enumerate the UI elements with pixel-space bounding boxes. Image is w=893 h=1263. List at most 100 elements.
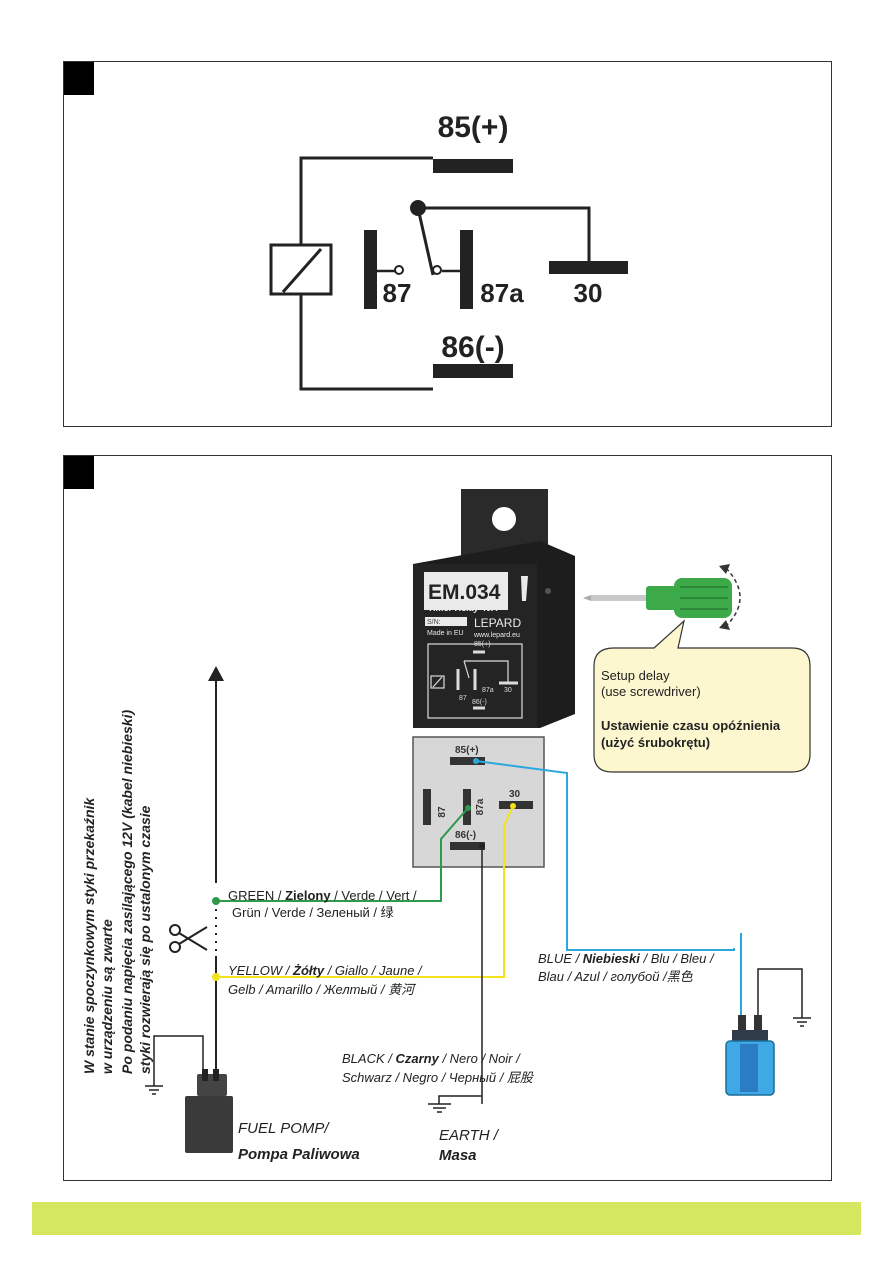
face-switch-arm (463, 660, 470, 679)
coil-diagonal (281, 248, 323, 293)
blue-wire-label: BLUE / Niebieski / Blu / Bleu / (538, 951, 715, 966)
socket-label-86: 86(-) (455, 830, 476, 841)
sensor-cap (732, 1030, 768, 1042)
blue-wire-node (473, 758, 479, 764)
screwdriver-collar (646, 586, 676, 610)
yellow-wire (216, 805, 514, 978)
relay-socket: 85(+) 86(-) 87 87a 30 (412, 736, 545, 868)
up-arrow-icon (208, 666, 224, 681)
terminal-87a-bar (460, 230, 473, 309)
panel-corner-marker (64, 456, 94, 489)
terminal-30-bar (549, 261, 628, 274)
ground-lead (438, 1095, 482, 1104)
pump-ground-wire (153, 1035, 204, 1086)
callout-line2: (use screwdriver) (601, 684, 701, 699)
relay-schematic: 85(+) 86(-) 87 87a 30 (269, 111, 628, 391)
face-label-86: 86(-) (472, 699, 487, 706)
yellow-junction (212, 973, 220, 981)
note-line4: styki rozwierają się po ustalonym czasie (137, 805, 153, 1074)
face-common-wire (464, 660, 509, 682)
sensor-highlight (740, 1044, 758, 1092)
callout-line3: Ustawienie czasu opóźnienia (601, 718, 781, 733)
green-wire-label-line2: Grün / Verde / Зеленый / 绿 (232, 905, 394, 920)
yellow-wire-node (510, 803, 516, 809)
earth-label-pl: Masa (439, 1147, 477, 1164)
face-label-85: 85(+) (474, 641, 491, 648)
note-line2: w urządzeniu są zwarte (99, 919, 115, 1074)
label-87: 87 (383, 278, 412, 308)
callout-line1: Setup delay (601, 668, 670, 683)
timer-relay: EM.034 Timer Relay 40A S/N: Made in EU L… (413, 489, 575, 728)
socket-pin-30 (499, 801, 533, 809)
face-coil (430, 675, 445, 689)
black-wire-label: BLACK / Czarny / Nero / Noir / (342, 1051, 521, 1066)
face-schematic-frame (427, 643, 523, 719)
socket-label-87: 87 (437, 806, 448, 818)
blue-sensor (725, 933, 811, 1096)
rotation-arrow-icon (725, 567, 741, 627)
callout-bubble (593, 619, 811, 773)
green-wire (216, 807, 469, 902)
vertical-note: W stanie spoczynkowym styki przekaźnik w… (81, 710, 153, 1074)
socket-label-87a: 87a (475, 798, 486, 815)
sensor-ground-wire (757, 968, 803, 1027)
green-wire-label: GREEN / Zielony / Verde / Vert / (228, 888, 417, 903)
face-label-30: 30 (504, 687, 512, 694)
note-line1: W stanie spoczynkowym styki przekaźnik (81, 797, 97, 1074)
earth-ground-icon (428, 1095, 482, 1113)
socket-pin-85 (450, 757, 485, 765)
scissors-ring (169, 924, 181, 936)
contact-87-point (394, 265, 404, 275)
screwdriver (583, 564, 741, 630)
blue-wire (475, 760, 735, 951)
label-86: 86(-) (441, 331, 504, 364)
pump-pin (213, 1069, 219, 1081)
scissors-blade (178, 926, 208, 945)
relay-model-label (424, 572, 508, 610)
label-87a: 87a (480, 278, 524, 308)
fuel-pump: FUEL POMP/ Pompa Paliwowa (145, 1035, 360, 1163)
arrow-head-icon (719, 620, 730, 630)
made-in-label: Made in EU (427, 630, 464, 637)
brand-label: LEPARD (474, 616, 521, 630)
label-30: 30 (574, 278, 603, 308)
switch-common-wire (418, 206, 591, 261)
panel-corner-marker (64, 62, 94, 95)
serial-box (425, 617, 467, 626)
arrow-head-icon (719, 564, 730, 574)
callout-line4: (użyć śrubokrętu) (601, 735, 710, 750)
face-label-87a: 87a (482, 687, 494, 694)
relay-model: EM.034 (428, 581, 501, 604)
sensor-pin (738, 1015, 746, 1033)
relay-face-schematic (427, 643, 523, 719)
socket-label-85: 85(+) (455, 745, 479, 756)
green-junction (212, 897, 220, 905)
fuel-pump-label-pl: Pompa Paliwowa (238, 1146, 360, 1163)
relay-screw (545, 588, 551, 594)
pump-pin (202, 1069, 208, 1081)
screwdriver-tip (583, 595, 591, 601)
socket-pin-86 (450, 842, 485, 850)
serial-label: S/N: (427, 619, 441, 626)
pump-connector (197, 1074, 227, 1096)
face-label-87: 87 (459, 695, 467, 702)
sensor-pin (754, 1015, 762, 1033)
screwdriver-shaft (591, 595, 647, 601)
yellow-wire-label-line2: Gelb / Amarillo / Желтый / 黄河 (228, 982, 417, 997)
pump-body (185, 1096, 233, 1153)
socket-label-30: 30 (509, 789, 521, 800)
setup-callout: Setup delay (use screwdriver) Ustawienie… (593, 619, 811, 773)
green-wire-node (465, 805, 471, 811)
scissors-icon (169, 924, 208, 953)
mounting-hole (492, 507, 516, 531)
yellow-wire-label: YELLOW / Żółty / Giallo / Jaune / (228, 963, 423, 978)
coil-wire-top (299, 156, 433, 249)
scissors-ring (169, 941, 181, 953)
fuel-pump-label-en: FUEL POMP/ (238, 1120, 330, 1137)
note-line3: Po podaniu napięcia zasilającego 12V (ka… (119, 710, 135, 1074)
label-85: 85(+) (438, 111, 509, 144)
black-wire-label-line2: Schwarz / Negro / Черный / 屁股 (342, 1070, 535, 1085)
relay-subtitle: Timer Relay 40A (428, 603, 498, 613)
wiring-diagram: EM.034 Timer Relay 40A S/N: Made in EU L… (81, 489, 811, 1164)
blue-wire-label-line2: Blau / Azul / голубой /黑色 (538, 969, 694, 984)
